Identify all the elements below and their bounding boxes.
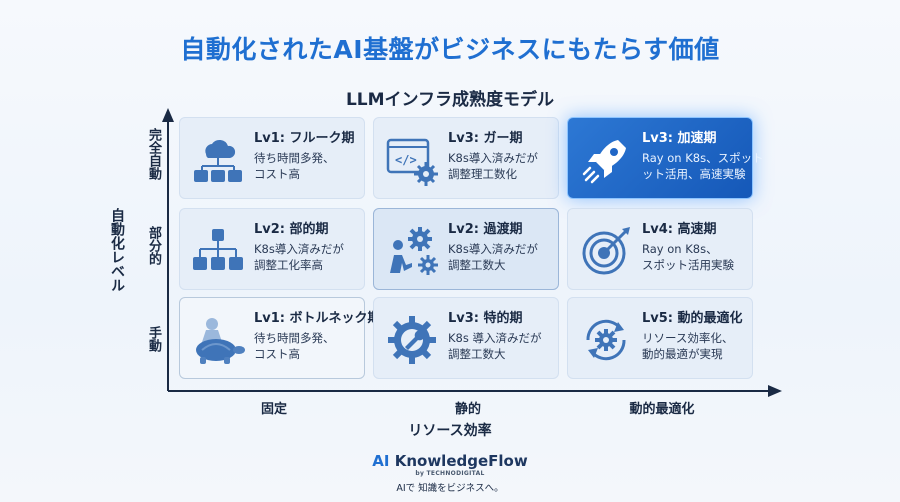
rocket-icon bbox=[582, 140, 626, 184]
turtle-icon bbox=[196, 318, 245, 364]
cloud-network-icon bbox=[194, 139, 242, 182]
cell-level: Lv1: フルーク期 bbox=[254, 131, 355, 146]
cell-desc-1: K8s導入済みだが bbox=[448, 242, 538, 256]
cell-level: Lv3: ガー期 bbox=[448, 131, 523, 146]
cell-lv3-specific: Lv3: 特的期 K8s 導入済みだが 調整工数大 bbox=[373, 297, 559, 379]
brand-logo-name: KnowledgeFlow bbox=[389, 452, 528, 470]
cell-desc-1: リソース効率化、 bbox=[642, 331, 734, 345]
cell-desc-2: コスト高 bbox=[254, 167, 300, 181]
cell-level: Lv1: ボトルネック期 bbox=[254, 311, 381, 326]
cell-level: Lv2: 過渡期 bbox=[448, 222, 523, 237]
x-tick-fixed: 固定 bbox=[260, 402, 287, 417]
page-title: 自動化されたAI基盤がビジネスにもたらす価値 bbox=[180, 35, 720, 64]
cell-lv3-ga: </> Lv3: ガー期 K8s導入済みだが 調整理工数化 bbox=[373, 117, 559, 199]
code-window-gear-icon: </> bbox=[386, 138, 438, 186]
cell-lv5-dynamic: Lv5: 動的最適化 リソース効率化、 動的最適が実現 bbox=[567, 297, 753, 379]
cell-level: Lv5: 動的最適化 bbox=[642, 311, 743, 326]
cell-desc-2: コスト高 bbox=[254, 347, 300, 361]
cell-desc-2: ット活用、高速実験 bbox=[642, 167, 746, 181]
diagram-subtitle: LLMインフラ成熟度モデル bbox=[345, 90, 555, 110]
cell-level: Lv3: 特的期 bbox=[448, 311, 523, 326]
y-tick-partial: 部分的 bbox=[146, 226, 161, 265]
x-axis-title: リソース効率 bbox=[408, 423, 492, 439]
cell-desc-1: 待ち時間多発、 bbox=[254, 331, 335, 345]
cell-desc-1: K8s導入済みだが bbox=[448, 151, 538, 165]
cell-level: Lv2: 部的期 bbox=[254, 222, 329, 237]
x-tick-static: 静的 bbox=[454, 402, 481, 417]
x-tick-dynamic: 動的最適化 bbox=[629, 402, 695, 417]
brand-logo-ai: AI bbox=[372, 452, 390, 470]
cell-lv1-bottleneck: Lv1: ボトルネック期 待ち時間多発、 コスト高 bbox=[179, 297, 381, 379]
y-axis-title: 自動化レベル bbox=[109, 208, 125, 292]
cell-desc-2: スポット活用実験 bbox=[642, 258, 734, 272]
cell-desc-1: K8s 導入済みだが bbox=[448, 331, 542, 345]
gears-person-icon bbox=[390, 227, 438, 275]
cell-desc-2: 動的最適が実現 bbox=[642, 347, 723, 361]
cell-desc-1: K8s導入済みだが bbox=[254, 242, 344, 256]
cycle-gear-icon bbox=[586, 319, 626, 361]
cell-lv2-partial: Lv2: 部的期 K8s導入済みだが 調整工化率高 bbox=[179, 208, 365, 290]
y-axis-arrow bbox=[162, 108, 174, 122]
cell-desc-1: Ray on K8s、 bbox=[642, 242, 718, 256]
cell-desc-1: Ray on K8s、スポット bbox=[642, 151, 764, 165]
hierarchy-icon bbox=[193, 229, 243, 270]
cell-lv4-fast: Lv4: 高速期 Ray on K8s、 スポット活用実験 bbox=[567, 208, 753, 290]
x-axis-arrow bbox=[768, 385, 782, 397]
cell-lv2-transition: Lv2: 過渡期 K8s導入済みだが 調整工数大 bbox=[373, 208, 559, 290]
brand-logo: AI KnowledgeFlow bbox=[0, 452, 900, 470]
cell-lv3-accelerate: Lv3: 加速期 Ray on K8s、スポット ット活用、高速実験 bbox=[567, 117, 764, 199]
cell-desc-2: 調整工数大 bbox=[448, 347, 506, 361]
cell-desc-2: 調整理工数化 bbox=[448, 167, 517, 181]
cell-desc-2: 調整工数大 bbox=[448, 258, 506, 272]
target-icon bbox=[582, 227, 630, 275]
brand-byline: by TECHNODIGITAL bbox=[415, 470, 485, 477]
brand-tagline: AIで 知識をビジネスへ。 bbox=[396, 483, 504, 494]
y-tick-manual: 手動 bbox=[146, 326, 161, 352]
cell-desc-1: 待ち時間多発、 bbox=[254, 151, 335, 165]
cell-lv1-fluke: Lv1: フルーク期 待ち時間多発、 コスト高 bbox=[179, 117, 365, 199]
y-tick-full-auto: 完全自動 bbox=[146, 128, 161, 180]
svg-text:</>: </> bbox=[395, 153, 417, 167]
gear-wrench-icon bbox=[388, 316, 436, 364]
cell-level: Lv3: 加速期 bbox=[642, 131, 717, 146]
cell-desc-2: 調整工化率高 bbox=[254, 258, 323, 272]
cell-level: Lv4: 高速期 bbox=[642, 222, 717, 237]
